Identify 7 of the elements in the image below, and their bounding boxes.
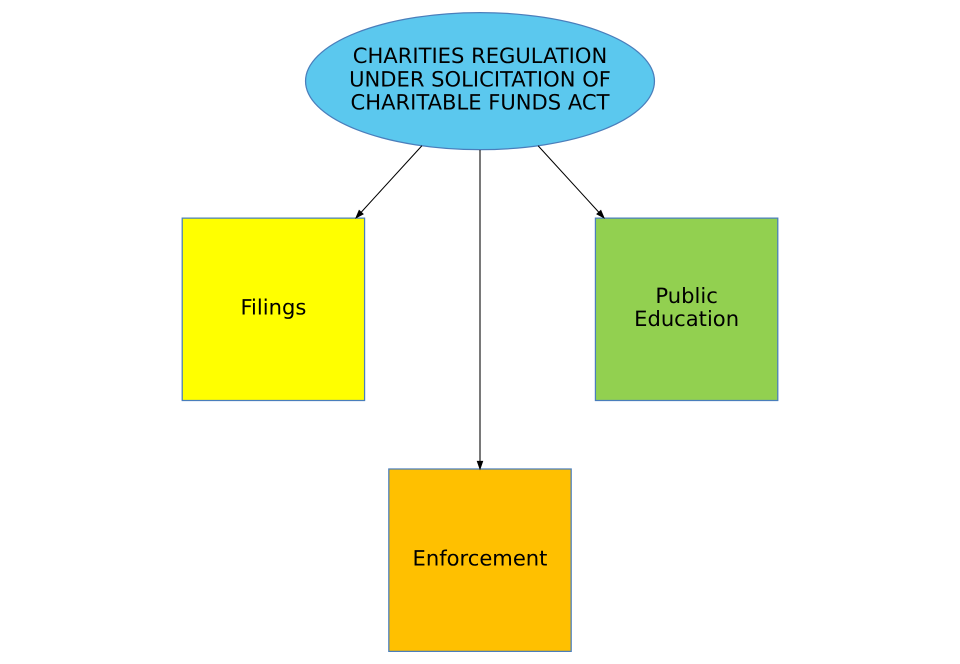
node-box: Public Education [594, 218, 778, 402]
arrow [538, 145, 605, 219]
node-box: Filings [182, 218, 366, 402]
arrow [476, 150, 484, 470]
arrow [355, 145, 422, 219]
node-ellipse: CHARITIES REGULATION UNDER SOLICITATION OF CHARITABLE FUNDS ACT [304, 12, 656, 150]
node-box: Enforcement [388, 468, 572, 652]
